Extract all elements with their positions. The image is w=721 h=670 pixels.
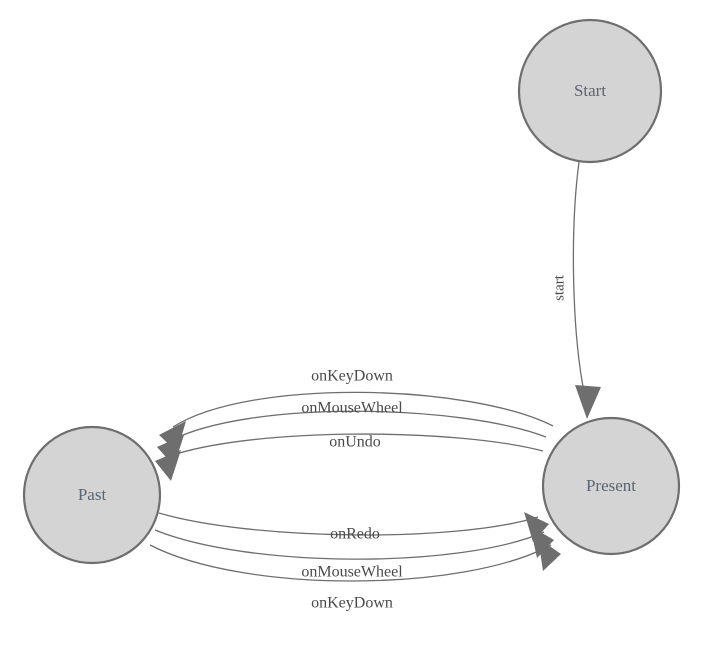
edge-label-past-to-present-keydown: onKeyDown bbox=[311, 595, 393, 612]
edge-past-to-present-redo[interactable]: onRedo bbox=[158, 512, 549, 543]
edge-label-past-to-present-mousewheel: onMouseWheel bbox=[301, 564, 403, 581]
node-past[interactable]: Past bbox=[22, 425, 162, 565]
edge-present-to-past-undo[interactable]: onUndo bbox=[155, 433, 544, 481]
arrowhead-present-to-past-undo bbox=[155, 450, 181, 481]
edge-path-start-to-present bbox=[572, 161, 585, 393]
edge-path-past-to-present-redo bbox=[158, 512, 539, 536]
edge-path-present-to-past-undo bbox=[166, 433, 544, 458]
node-past-label: Past bbox=[78, 485, 107, 504]
node-start-label: Start bbox=[574, 81, 606, 100]
arrowhead-present-to-past-mousewheel bbox=[157, 435, 184, 466]
edge-past-to-present-mousewheel[interactable]: onMouseWheel bbox=[154, 526, 554, 581]
edge-label-start: start bbox=[551, 274, 567, 301]
edge-past-to-present-keydown[interactable]: onKeyDown bbox=[149, 538, 561, 612]
edge-label-past-to-present-redo: onRedo bbox=[330, 526, 380, 543]
edge-present-to-past-mousewheel[interactable]: onMouseWheel bbox=[157, 400, 547, 466]
edge-start-to-present[interactable]: start bbox=[551, 161, 601, 419]
node-start[interactable]: Start bbox=[517, 18, 663, 164]
edge-path-present-to-past-keydown bbox=[172, 391, 554, 428]
arrowhead-start-to-present bbox=[575, 385, 601, 419]
edge-path-present-to-past-mousewheel bbox=[169, 410, 547, 442]
edge-label-present-to-past-keydown: onKeyDown bbox=[311, 368, 393, 385]
arrowhead-past-to-present-redo bbox=[524, 512, 549, 542]
edge-path-past-to-present-keydown bbox=[149, 544, 552, 582]
arrowhead-past-to-present-keydown bbox=[538, 538, 561, 571]
node-present-circle bbox=[541, 416, 681, 556]
edge-label-present-to-past-mousewheel: onMouseWheel bbox=[301, 400, 403, 417]
node-present-label: Present bbox=[586, 476, 636, 495]
edge-label-present-to-past-undo: onUndo bbox=[329, 434, 381, 451]
edge-path-past-to-present-mousewheel bbox=[154, 529, 545, 560]
node-past-circle bbox=[22, 425, 162, 565]
node-present[interactable]: Present bbox=[541, 416, 681, 556]
node-start-circle bbox=[517, 18, 663, 164]
